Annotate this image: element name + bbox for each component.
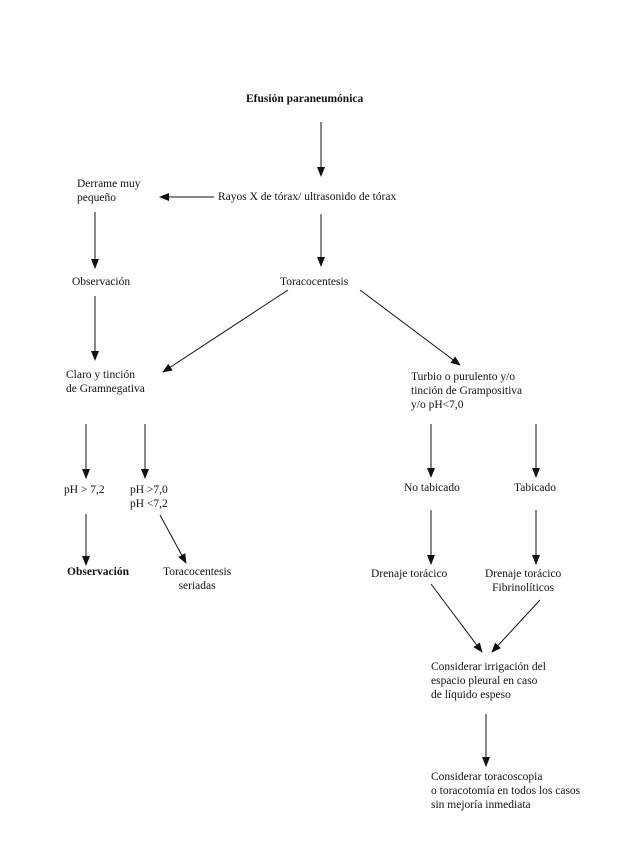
derrame-line-1: Derrame muy	[77, 178, 141, 190]
ph-rango-line-1: pH >7,0	[130, 484, 168, 496]
node-considerar-irrigacion: Considerar irrigación del espacio pleural…	[431, 660, 546, 702]
tabicado-line-1: Tabicado	[514, 482, 556, 494]
turbio-line-1: Turbio o purulento y/o	[411, 371, 516, 383]
node-tabicado: Tabicado	[514, 481, 556, 495]
toracoscopia-line-1: Considerar toracoscopia	[431, 771, 543, 783]
arrow-toracocentesis-to-claro	[162, 289, 289, 373]
claro-line-2: de Gramnegativa	[66, 383, 145, 395]
ph-mayor-line-1: pH > 7,2	[64, 484, 105, 496]
toracocentesis-line-1: Toracocentesis	[280, 276, 349, 288]
node-ph-rango: pH >7,0 pH <7,2	[130, 483, 168, 511]
toracoscopia-line-2: o toracotomía en todos los casos	[431, 785, 581, 797]
arrow-drenaje-2-to-irrigacion	[491, 599, 541, 653]
observacion-2-line-1: Observación	[67, 566, 129, 578]
toraco-seriadas-line-2: seriadas	[178, 580, 216, 592]
node-no-tabicado: No tabicado	[404, 481, 460, 495]
derrame-line-2: pequeño	[77, 192, 116, 204]
toracoscopia-line-3: sin mejoría inmediata	[431, 799, 531, 811]
node-claro-gramnegativa: Claro y tinción de Gramnegativa	[66, 368, 145, 396]
node-drenaje-toracico-1: Drenaje torácico	[371, 567, 447, 581]
arrow-ph-rango-to-toraco-seriadas	[159, 514, 187, 564]
node-turbio-grampositiva: Turbio o purulento y/o tinción de Grampos…	[411, 370, 522, 412]
claro-line-1: Claro y tinción	[66, 369, 135, 381]
node-derrame-muy-pequeno: Derrame muy pequeño	[77, 177, 141, 205]
node-toracocentesis-seriadas: Toracocentesis seriadas	[163, 565, 231, 593]
node-observacion-2: Observación	[67, 565, 129, 579]
arrow-toracocentesis-to-turbio	[359, 289, 461, 366]
drenaje-2-line-1: Drenaje torácico	[485, 568, 562, 580]
irrigacion-line-2: espacio pleural en caso	[431, 675, 538, 687]
efusion-line-1: Efusión paraneumónica	[246, 93, 364, 105]
arrow-drenaje-1-to-irrigacion	[430, 583, 483, 653]
node-efusion-paraneumonica: Efusión paraneumónica	[246, 92, 363, 106]
observacion-1-line-1: Observación	[72, 276, 131, 288]
drenaje-2-line-2: Fibrinolíticos	[492, 582, 555, 594]
node-considerar-toracoscopia: Considerar toracoscopia o toracotomía en …	[431, 770, 580, 812]
toraco-seriadas-line-1: Toracocentesis	[163, 566, 232, 578]
ph-rango-line-2: pH <7,2	[130, 498, 168, 510]
rayos-x-line-1: Rayos X de tórax/ ultrasonido de tórax	[218, 191, 397, 203]
node-ph-mayor-7-2: pH > 7,2	[64, 483, 105, 497]
drenaje-1-line-1: Drenaje torácico	[371, 568, 448, 580]
node-observacion-1: Observación	[72, 275, 130, 289]
irrigacion-line-3: de líquido espeso	[431, 689, 511, 701]
node-rayos-x: Rayos X de tórax/ ultrasonido de tórax	[218, 190, 396, 204]
node-toracocentesis: Toracocentesis	[280, 275, 348, 289]
turbio-line-3: y/o pH<7,0	[411, 399, 464, 411]
irrigacion-line-1: Considerar irrigación del	[431, 661, 546, 673]
no-tabicado-line-1: No tabicado	[404, 482, 460, 494]
turbio-line-2: tinción de Grampositiva	[411, 385, 523, 397]
